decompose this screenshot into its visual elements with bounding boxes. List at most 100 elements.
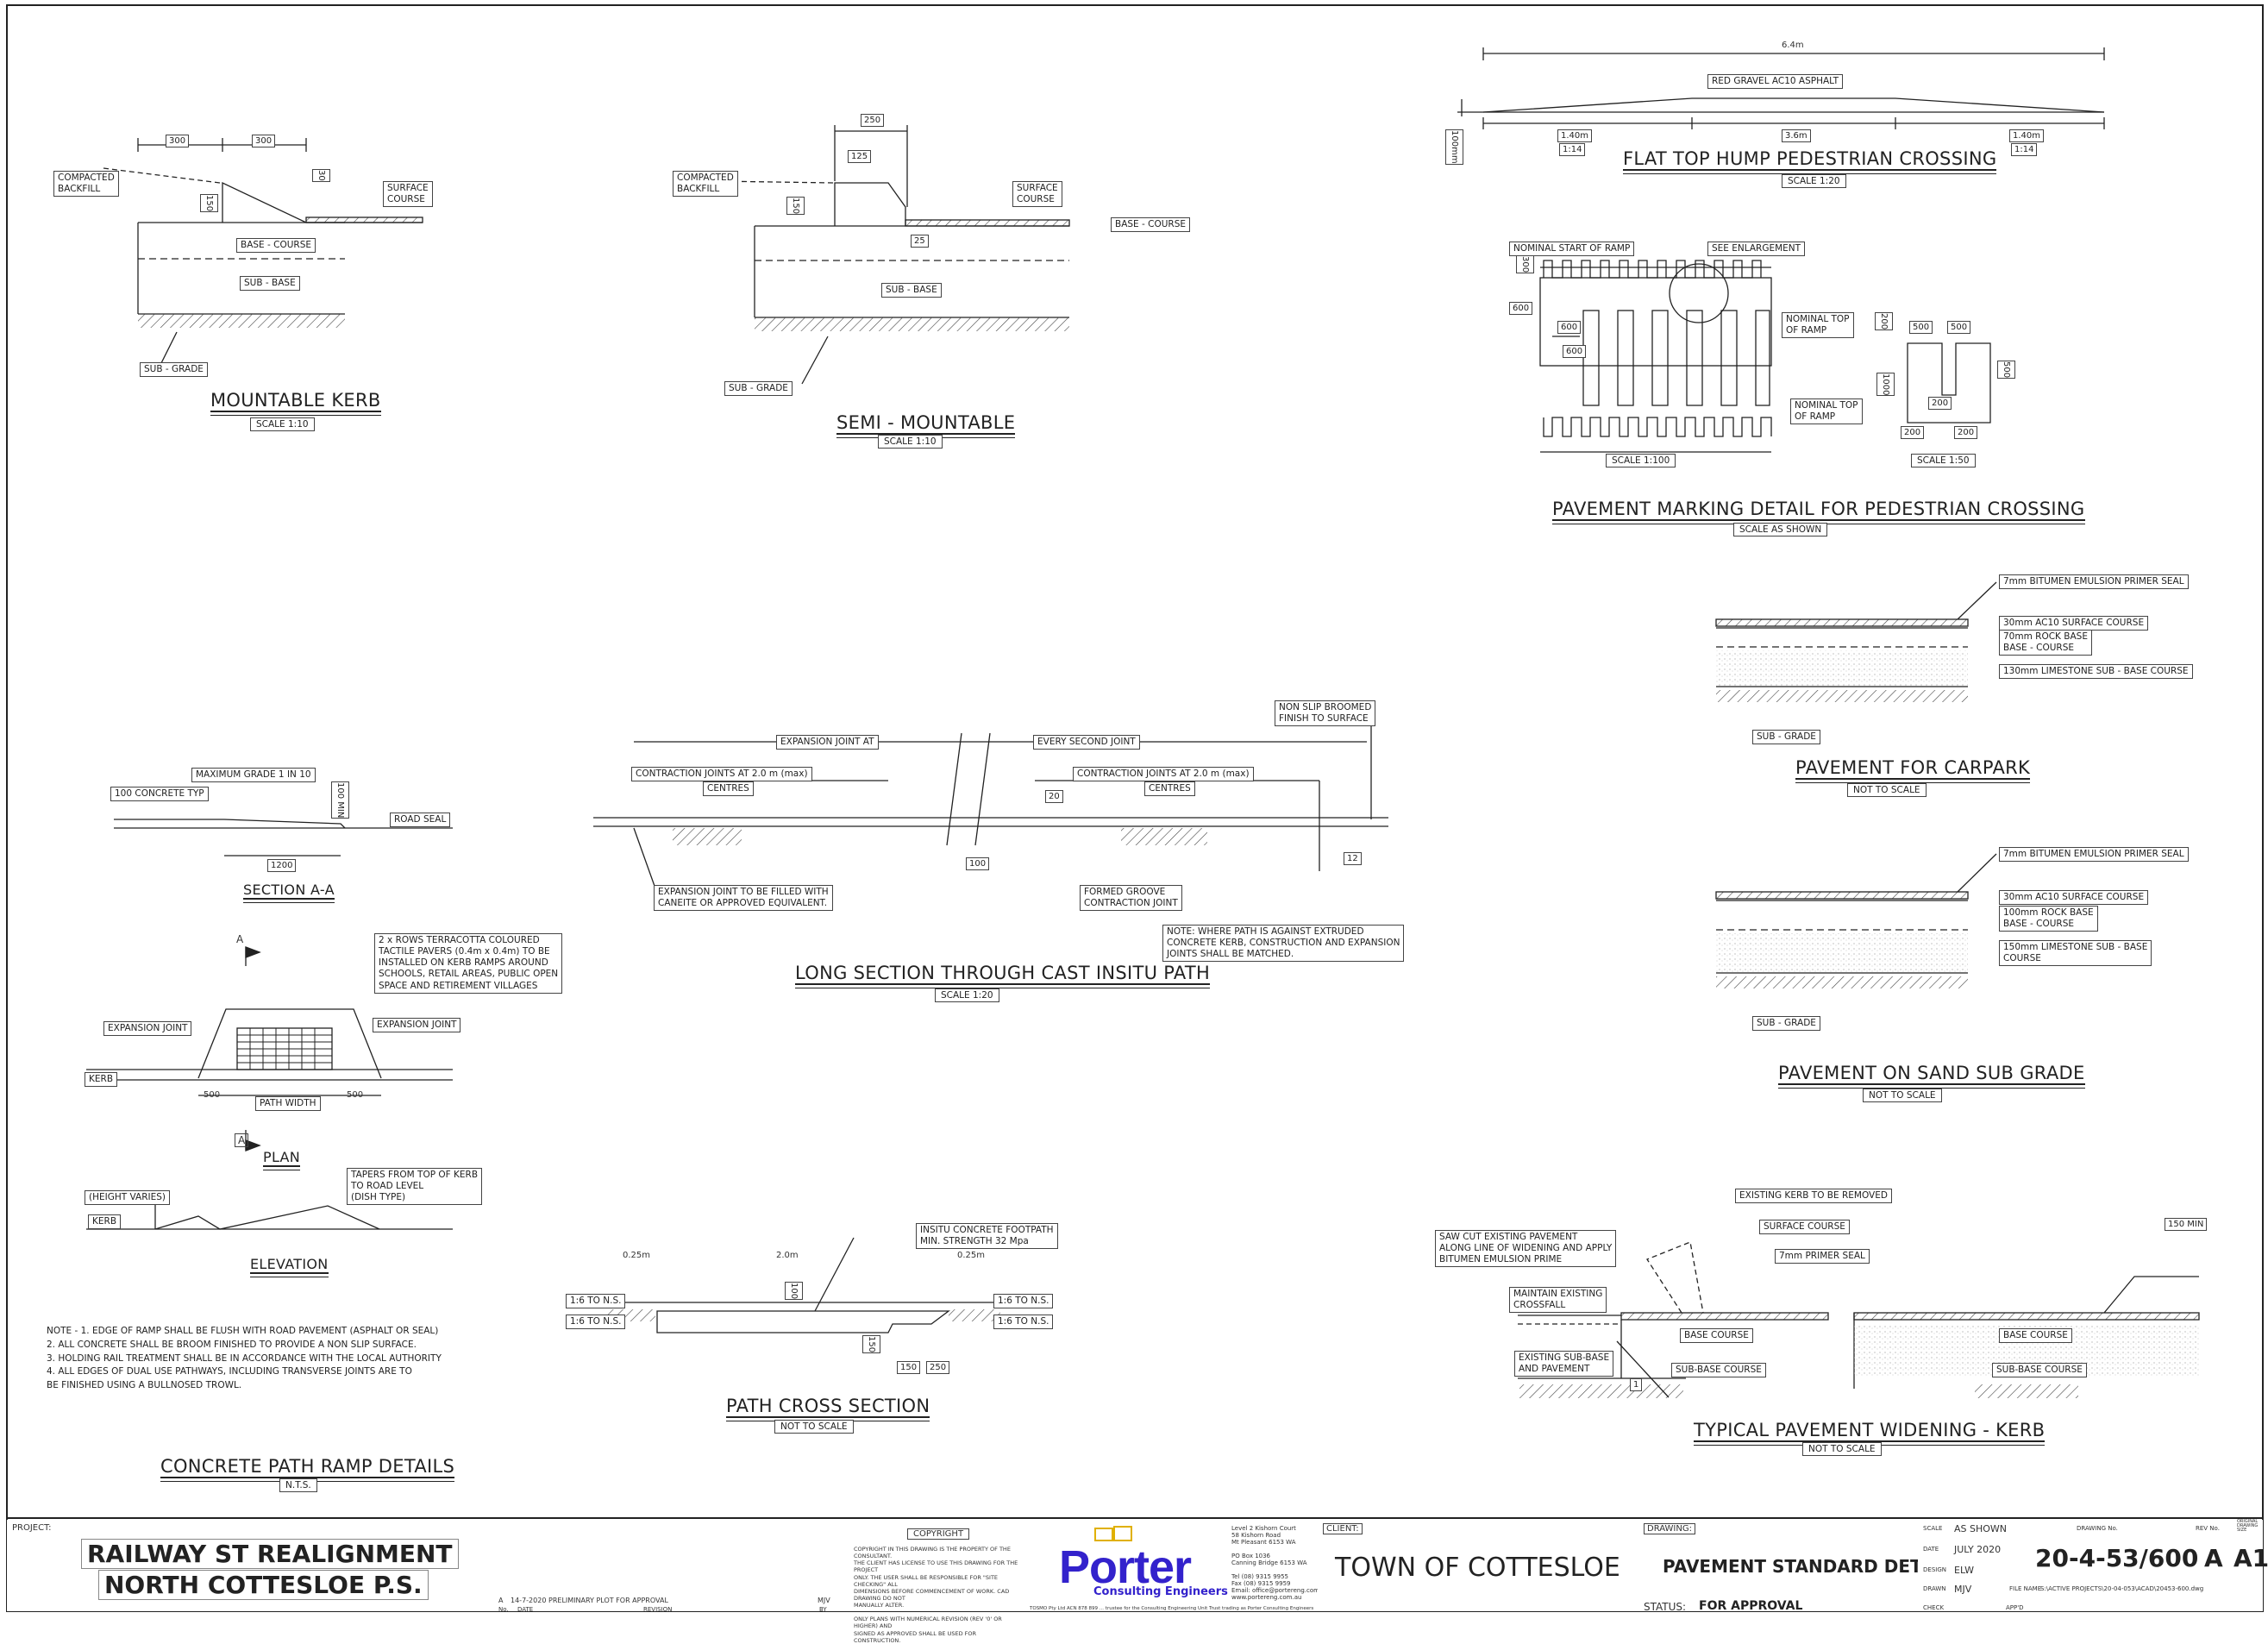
rev-letter: A (498, 1597, 504, 1604)
carpark-sub-grade: SUB - GRADE (1752, 730, 1820, 745)
tactile-pavers-label: 2 x ROWS TERRACOTTA COLOURED TACTILE PAV… (374, 933, 563, 994)
rev-by: MJV (818, 1597, 830, 1604)
dim-500-c: 500 (1997, 361, 2015, 380)
dim-100-path: 100 (785, 1282, 803, 1301)
project-label: PROJECT: (12, 1523, 52, 1533)
base-course-widening-left: BASE COURSE (1680, 1328, 1753, 1344)
base-course-label: BASE - COURSE (236, 238, 316, 254)
client-label: CLIENT: (1323, 1523, 1363, 1534)
drawing-no-label: DRAWING No. (2077, 1525, 2118, 1532)
maintain-crossfall-label: MAINTAIN EXISTING CROSSFALL (1509, 1287, 1607, 1314)
dim-300-marking: 300 (1516, 255, 1534, 274)
expansion-joint-left: EXPANSION JOINT (103, 1021, 192, 1037)
rev-date: 14-7-2020 (511, 1597, 547, 1604)
ramp-notes: NOTE - 1. EDGE OF RAMP SHALL BE FLUSH WI… (47, 1326, 442, 1390)
path-width-label: PATH WIDTH (255, 1096, 321, 1112)
mountable-kerb-scale: SCALE 1:10 (250, 417, 315, 431)
widening-scale: NOT TO SCALE (1802, 1442, 1882, 1456)
project-line1: RAILWAY ST REALIGNMENT (81, 1539, 459, 1569)
non-slip-label: NON SLIP BROOMED FINISH TO SURFACE (1275, 700, 1376, 727)
file-name: S:\ACTIVE PROJECTS\20-04-053\ACAD\20453-… (2040, 1585, 2204, 1592)
dim-30: 30 (312, 169, 330, 182)
surface-course-label: SURFACE COURSE (383, 181, 433, 208)
dim-mid-36: 3.6m (1782, 129, 1811, 142)
semi-mountable-title: SEMI - MOUNTABLE (836, 412, 1016, 438)
expansion-joint-at-label: EXPANSION JOINT AT (776, 735, 879, 750)
sand-primer: 7mm BITUMEN EMULSION PRIMER SEAL (1999, 847, 2189, 863)
see-enlargement-label: SEE ENLARGEMENT (1707, 242, 1806, 257)
widening-title: TYPICAL PAVEMENT WIDENING - KERB (1694, 1420, 2046, 1446)
insitu-label: INSITU CONCRETE FOOTPATH MIN. STRENGTH 3… (916, 1223, 1058, 1250)
surface-course-widening: SURFACE COURSE (1759, 1220, 1850, 1235)
flat-top-hump-title: FLAT TOP HUMP PEDESTRIAN CROSSING (1623, 148, 1997, 174)
dim-100-min: 100 MIN (331, 781, 349, 819)
long-section-note: NOTE: WHERE PATH IS AGAINST EXTRUDED CON… (1162, 925, 1405, 963)
ramp-details-title: CONCRETE PATH RAMP DETAILS (160, 1456, 455, 1482)
porter-address: Level 2 Kishorn Court 58 Kishorn Road Mt… (1231, 1525, 1329, 1602)
dim-200-a: 200 (1875, 312, 1893, 331)
flat-top-hump-scale: SCALE 1:20 (1782, 174, 1846, 188)
dim-025-left: 0.25m (623, 1251, 651, 1260)
tapers-label: TAPERS FROM TOP OF KERB TO ROAD LEVEL (D… (347, 1168, 483, 1206)
design-value: ELW (1954, 1565, 1974, 1576)
pavement-marking-scale: SCALE AS SHOWN (1733, 523, 1828, 536)
design-label: DESIGN (1923, 1566, 1946, 1573)
slope-2: 1:6 TO N.S. (566, 1315, 626, 1330)
section-aa-title: SECTION A-A (243, 882, 335, 903)
dim-200-d: 200 (1954, 426, 1978, 439)
sub-base-label: SUB - BASE (240, 276, 300, 292)
porter-abn: TOSMO Pty Ltd ACN 878 899 ... trustee fo… (1030, 1606, 1314, 1611)
rev-no-header: No. (498, 1606, 509, 1613)
dim-right-140: 1.40m (2009, 129, 2045, 142)
dim-600-a: 600 (1509, 302, 1533, 315)
compacted-backfill-semi: COMPACTED BACKFILL (673, 171, 738, 198)
sub-base-semi: SUB - BASE (881, 283, 942, 298)
drawn-label: DRAWN (1923, 1585, 1946, 1592)
path-cross-title: PATH CROSS SECTION (726, 1396, 930, 1421)
marking-scale-left: SCALE 1:100 (1606, 454, 1676, 467)
dim-1-widening: 1 (1630, 1378, 1643, 1391)
every-second-joint-label: EVERY SECOND JOINT (1033, 735, 1140, 750)
carpark-limestone: 130mm LIMESTONE SUB - BASE COURSE (1999, 664, 2193, 680)
carpark-surface: 30mm AC10 SURFACE COURSE (1999, 616, 2149, 631)
nominal-start-label: NOMINAL START OF RAMP (1509, 242, 1635, 257)
check-label: CHECK (1923, 1604, 1945, 1611)
porter-logo-icon (1094, 1526, 1132, 1541)
dim-20-path: 2.0m (776, 1251, 799, 1260)
slope-4: 1:6 TO N.S. (993, 1315, 1054, 1330)
date-label: DATE (1923, 1546, 1939, 1553)
porter-logo-sub: Consulting Engineers (1093, 1585, 1228, 1598)
drawn-value: MJV (1954, 1584, 1972, 1595)
road-seal-label: ROAD SEAL (390, 813, 451, 828)
base-course-semi: BASE - COURSE (1111, 217, 1191, 233)
dim-150-semi: 150 (786, 197, 805, 216)
max-grade-label: MAXIMUM GRADE 1 IN 10 (191, 768, 316, 783)
ratio-right: 1:14 (2011, 143, 2038, 156)
ramp-details-scale: N.T.S. (279, 1478, 317, 1492)
elevation-title: ELEVATION (250, 1256, 329, 1277)
revision-header: REVISION (643, 1606, 673, 1613)
rev-date-header: DATE (517, 1606, 534, 1613)
dim-25: 25 (911, 235, 929, 248)
sheet-size: A1 (2234, 1544, 2268, 1572)
saw-cut-label: SAW CUT EXISTING PAVEMENT ALONG LINE OF … (1435, 1230, 1617, 1268)
dim-600-c: 600 (1563, 345, 1587, 358)
base-course-widening-right: BASE COURSE (1999, 1328, 2072, 1344)
porter-logo-text: Porter (1059, 1541, 1192, 1593)
kerb-elevation-label: KERB (88, 1214, 122, 1230)
pavement-marking-title: PAVEMENT MARKING DETAIL FOR PEDESTRIAN C… (1552, 499, 2085, 524)
height-varies-label: (HEIGHT VARIES) (85, 1190, 170, 1206)
scale-label: SCALE (1923, 1525, 1943, 1532)
dim-300-left: 300 (166, 135, 190, 147)
sand-rock: 100mm ROCK BASE BASE - COURSE (1999, 906, 2098, 932)
dim-600-b: 600 (1557, 321, 1582, 334)
dim-150b-path: 150 (897, 1361, 921, 1374)
carpark-rock: 70mm ROCK BASE BASE - COURSE (1999, 630, 2092, 656)
status-value: FOR APPROVAL (1699, 1599, 1803, 1613)
dim-300-right: 300 (252, 135, 276, 147)
long-section-title: LONG SECTION THROUGH CAST INSITU PATH (795, 963, 1211, 988)
concrete-typ-label: 100 CONCRETE TYP (110, 787, 209, 802)
carpark-primer: 7mm BITUMEN EMULSION PRIMER SEAL (1999, 574, 2189, 590)
contraction-right-label: CONTRACTION JOINTS AT 2.0 m (max) (1073, 767, 1254, 782)
compacted-backfill-label: COMPACTED BACKFILL (53, 171, 119, 198)
